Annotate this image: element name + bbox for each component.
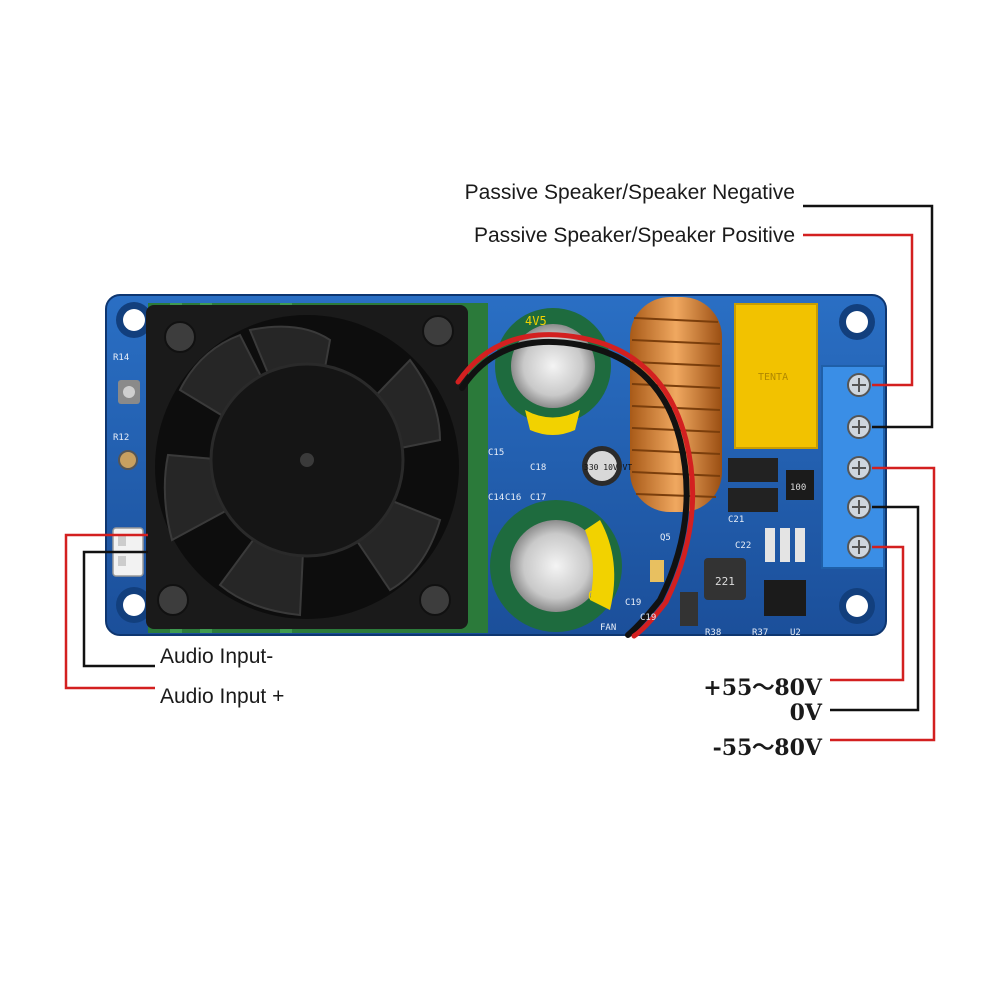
callout-lines: [64, 204, 936, 742]
marking-c14: C14: [488, 493, 504, 503]
label-speaker-negative: Passive Speaker/Speaker Negative: [464, 181, 795, 204]
marking-c15: C15: [488, 448, 504, 458]
fan-screws: [157, 315, 454, 616]
line-speaker-positive: [803, 233, 914, 387]
capacitor-small: [582, 446, 622, 486]
label-audio-input-positive: Audio Input +: [160, 685, 285, 708]
marking-r38: R38: [705, 628, 721, 638]
marking-fan: FAN: [600, 623, 616, 633]
marking-c17: C17: [530, 493, 546, 503]
marking-c19: C19: [625, 598, 641, 608]
line-audio-negative: [82, 550, 155, 668]
line-supply-positive: [830, 545, 905, 682]
marking-c16: C16: [505, 493, 521, 503]
marking-r12: R12: [113, 433, 129, 443]
line-audio-positive: [64, 533, 155, 690]
film-capacitor: [734, 303, 818, 449]
marking-c22: C22: [735, 541, 751, 551]
marking-cap-big-top: 4V5: [525, 314, 547, 328]
marking-u2: U2: [790, 628, 801, 638]
mounting-holes: [116, 302, 875, 624]
marking-r14: R14: [113, 353, 129, 363]
marking-film-cap: TENTA: [758, 372, 788, 383]
marking-small-cap: 330 10V VT: [584, 463, 632, 472]
marking-inductor-small: 221: [715, 575, 735, 588]
label-supply-positive: +55～80V: [703, 675, 822, 701]
line-supply-ground: [830, 505, 920, 712]
marking-q5: Q5: [660, 533, 671, 543]
marking-cap-big-bottom: 0 0: [588, 589, 610, 603]
marking-c21: C21: [728, 515, 744, 525]
marking-r37: R37: [752, 628, 768, 638]
capacitor-bottom: [490, 500, 622, 632]
label-speaker-positive: Passive Speaker/Speaker Positive: [474, 224, 795, 247]
smd-components: [650, 458, 814, 626]
label-supply-negative: -55～80V: [712, 735, 822, 761]
label-audio-input-negative: Audio Input-: [160, 645, 274, 668]
label-supply-ground: 0V: [789, 700, 822, 726]
board-markings: C18 C17 C16 C14 C15 Q5 C21 C22 C19 FAN R…: [113, 314, 806, 638]
cooling-fan: [146, 305, 468, 629]
line-supply-negative: [830, 466, 936, 742]
inductor-coil: [630, 297, 722, 512]
marking-c18: C18: [530, 463, 546, 473]
line-speaker-negative: [803, 204, 934, 429]
marking-resistor-code: 100: [790, 483, 806, 493]
fan-wires: [455, 332, 696, 639]
marking-c19b: C19: [640, 613, 656, 623]
